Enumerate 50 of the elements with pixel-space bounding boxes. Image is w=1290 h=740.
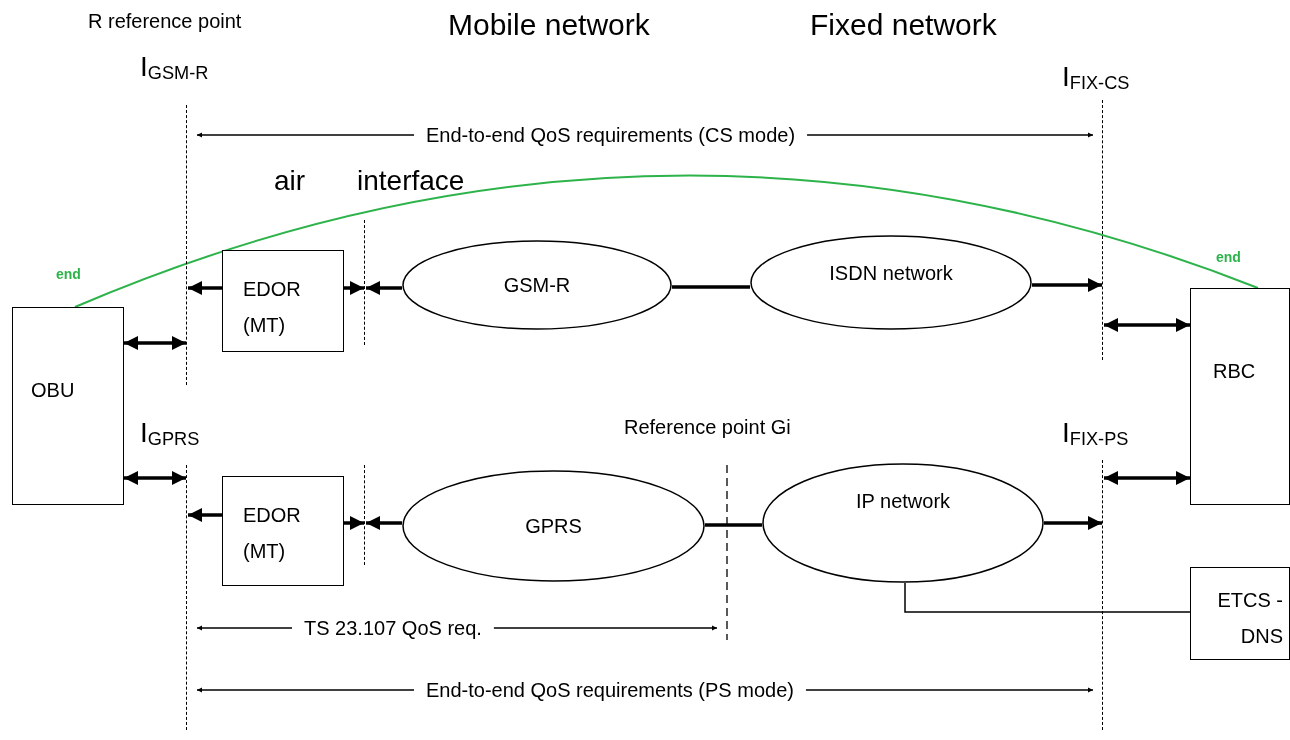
network-ellipse xyxy=(750,235,1032,330)
node-label: EDOR (MT) xyxy=(243,503,302,564)
node-label: RBC xyxy=(1213,359,1256,384)
interface-label: I$_{FIX-PS}$ xyxy=(1062,418,1129,449)
connector-line xyxy=(904,582,1191,613)
reference-line xyxy=(364,220,366,345)
air-interface-label: interface xyxy=(357,166,465,197)
interface-label: I$_{FIX-CS}$ xyxy=(1062,62,1130,93)
arrow xyxy=(188,281,222,295)
network-ellipse xyxy=(402,240,672,330)
connector-line xyxy=(672,285,750,289)
reference-line xyxy=(364,465,366,565)
connector-line xyxy=(705,523,762,527)
arrow xyxy=(188,508,222,522)
arrow xyxy=(344,516,364,530)
connection-curve xyxy=(74,174,1259,308)
node-label: ISDN network xyxy=(828,261,954,286)
arrow xyxy=(124,471,186,485)
block-box xyxy=(222,250,344,352)
node-label: EDOR (MT) xyxy=(243,277,302,338)
arrow xyxy=(1044,516,1102,530)
node-label: GPRS xyxy=(524,514,583,539)
section-heading: Mobile network xyxy=(448,8,650,41)
arrow xyxy=(344,281,364,295)
node-label: GSM-R xyxy=(502,273,572,298)
arrow xyxy=(1104,318,1190,332)
arrow xyxy=(124,336,186,350)
block-box xyxy=(222,476,344,586)
reference-line xyxy=(1102,460,1104,730)
section-heading: Fixed network xyxy=(810,8,997,41)
reference-line xyxy=(1102,100,1104,360)
reference-point-label: R reference point xyxy=(88,10,242,32)
network-ellipse xyxy=(402,470,705,582)
end-label: end xyxy=(1216,249,1241,265)
block-box xyxy=(1190,567,1290,660)
end-label: end xyxy=(56,266,81,282)
node-label: OBU xyxy=(31,378,75,403)
interface-label: I$_{GPRS}$ xyxy=(140,418,200,449)
reference-line xyxy=(186,105,188,385)
arrow xyxy=(366,281,402,295)
arrow xyxy=(1032,278,1102,292)
arrow xyxy=(1104,471,1190,485)
network-ellipse xyxy=(762,463,1044,583)
node-label: ETCS - DNS xyxy=(1216,588,1283,649)
reference-point-label: Reference point Gi xyxy=(624,416,791,438)
arrow xyxy=(366,516,402,530)
interface-label: I$_{GSM-R}$ xyxy=(140,52,209,83)
node-label: IP network xyxy=(854,489,952,514)
air-interface-label: air xyxy=(274,166,306,197)
reference-line xyxy=(186,465,188,730)
